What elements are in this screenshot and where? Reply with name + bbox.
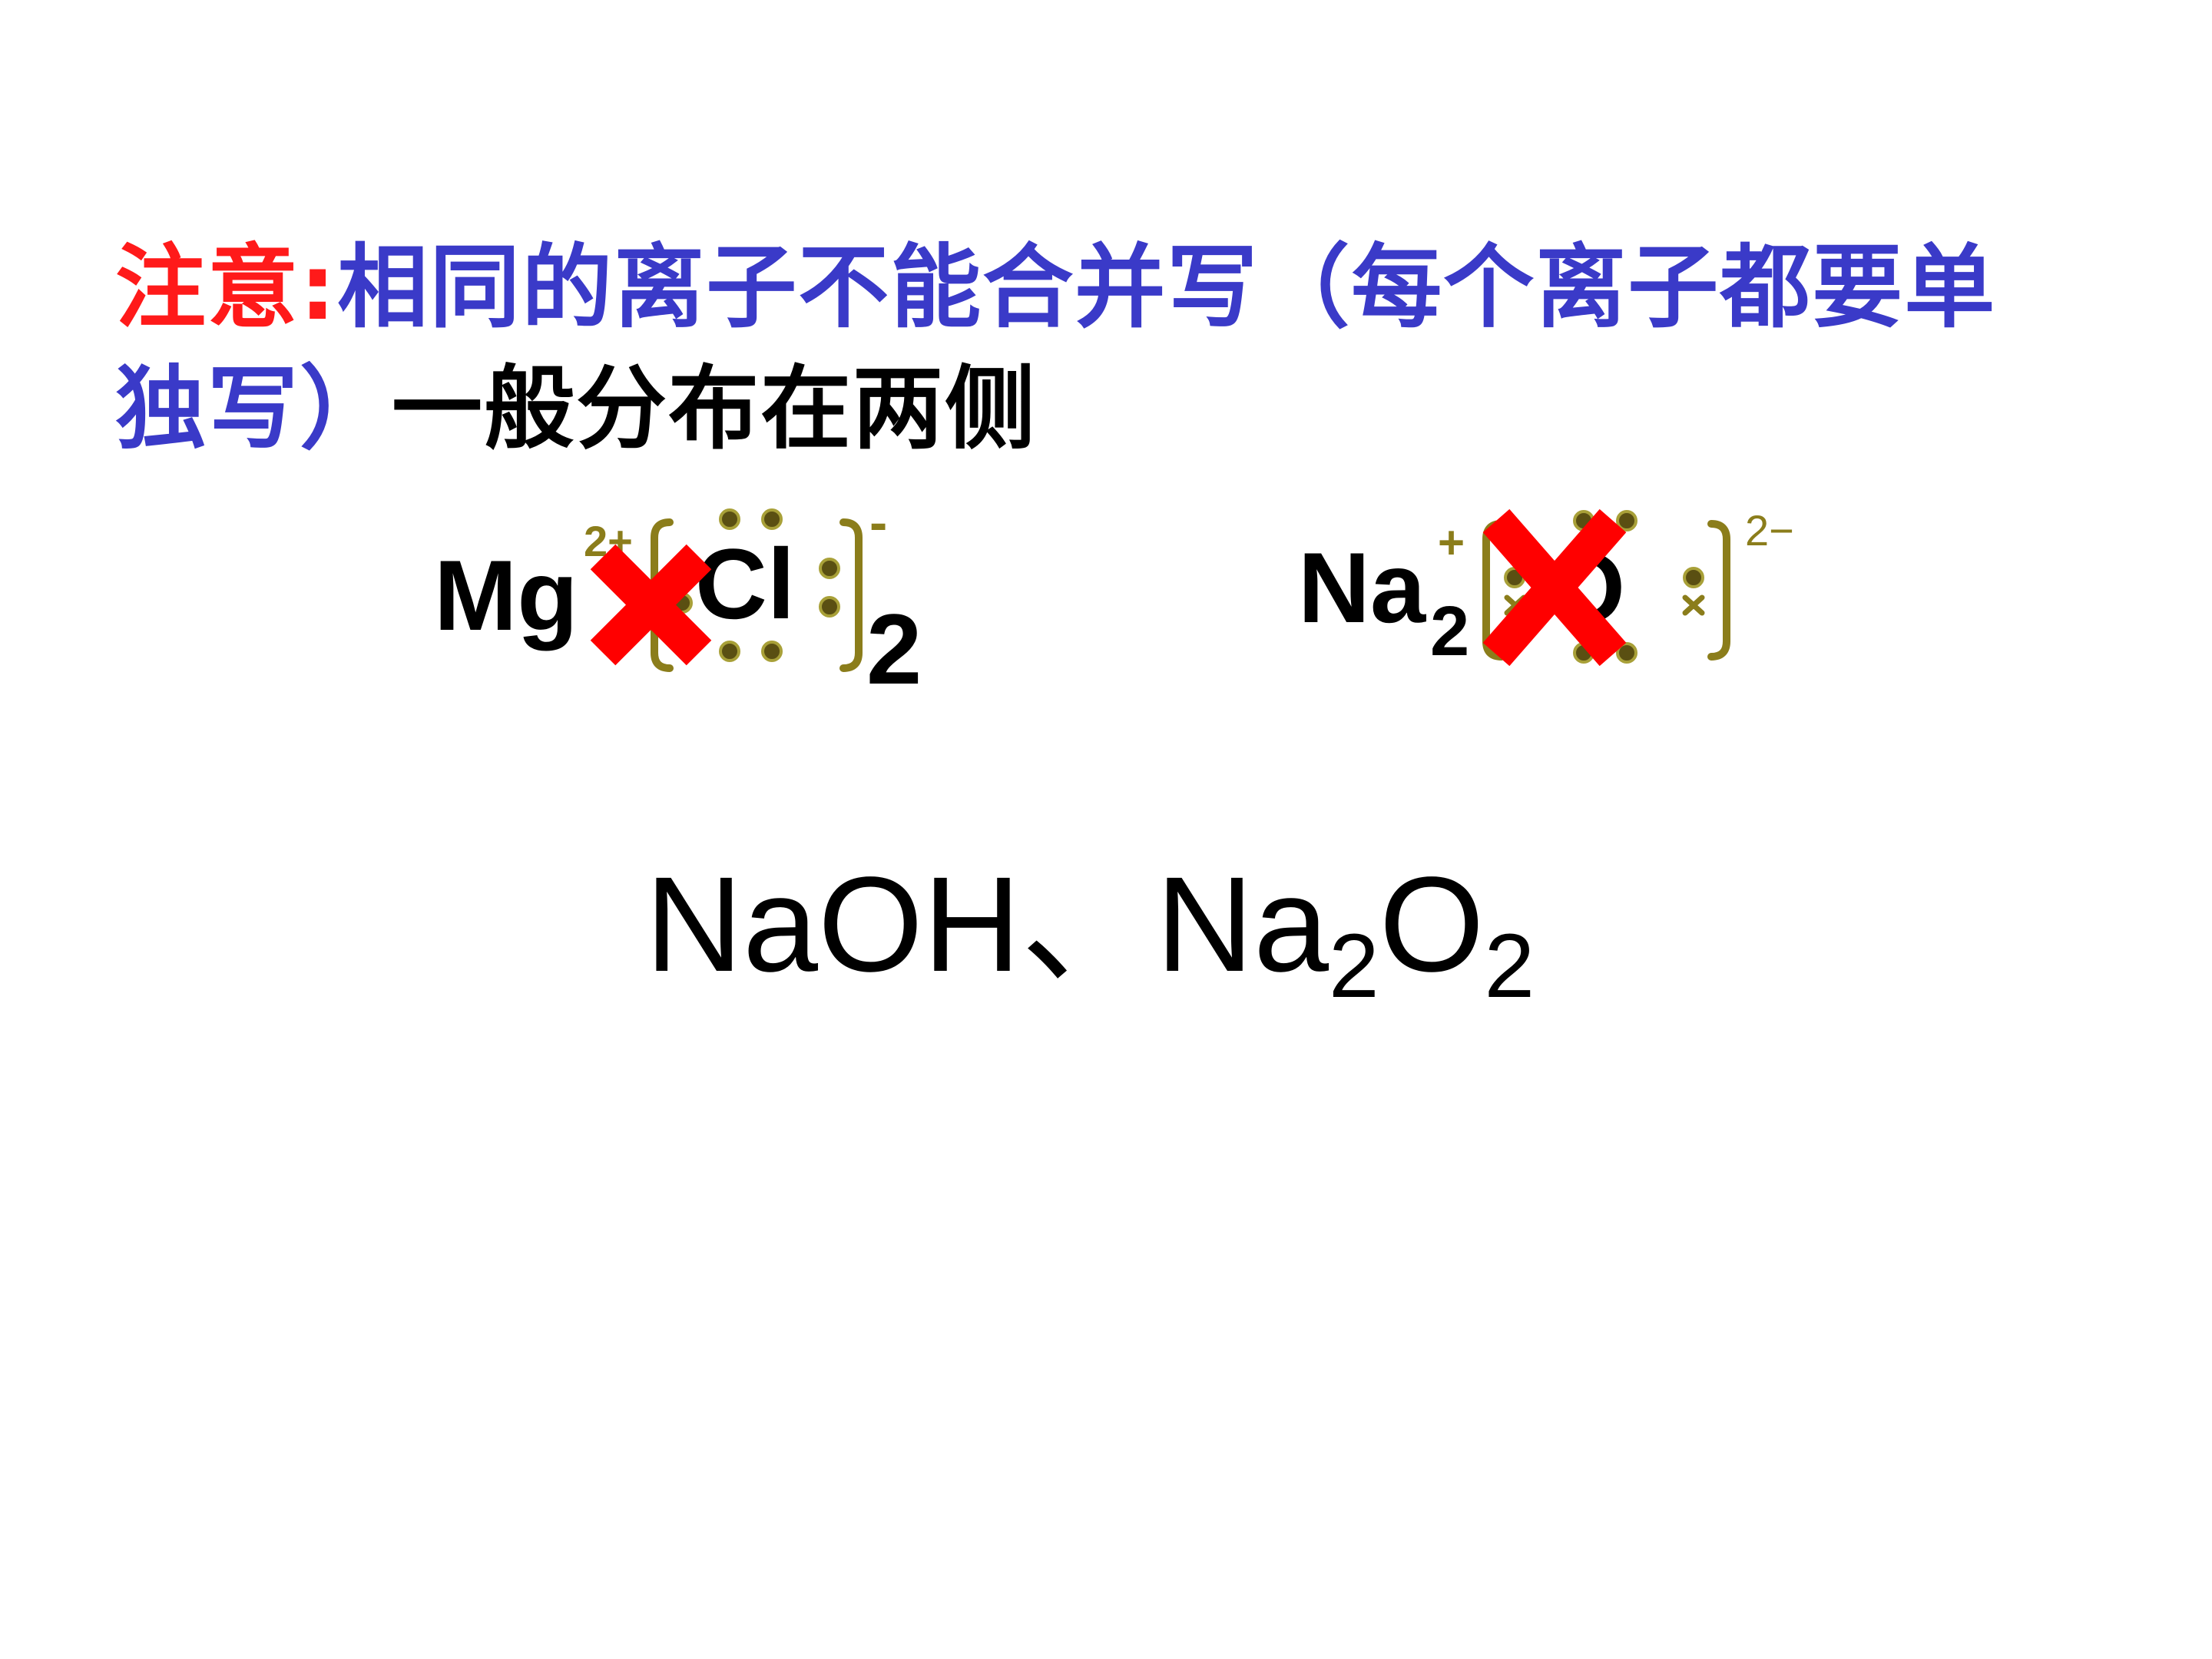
cross-electron: [1682, 594, 1705, 616]
wrong-cross-icon: [1482, 508, 1627, 667]
electron-dot: [1683, 567, 1704, 588]
electron-dot: [819, 596, 840, 618]
cl-right-bracket: [839, 518, 863, 672]
o-right-bracket: [1707, 520, 1730, 661]
electron-dot: [1616, 642, 1637, 664]
electron-dot: [761, 508, 783, 530]
note-blue-text: 相同的离子不能合并写（每个离子都要单独写）: [115, 234, 1997, 462]
electron-dot: [1616, 510, 1637, 531]
formula-sub1: 2: [1328, 916, 1379, 1017]
formula-o: O: [1379, 849, 1485, 1000]
cl-count: 2: [866, 593, 922, 705]
electron-dot: [719, 641, 740, 662]
electron-dot: [761, 641, 783, 662]
note-black-text: 一般分布在两侧: [392, 356, 1038, 462]
o-charge: 2−: [1745, 506, 1794, 555]
na-symbol: Na: [1298, 531, 1426, 644]
cl-charge: -: [869, 492, 888, 552]
wrong-marks: [590, 508, 1627, 667]
formula-sub2: 2: [1484, 916, 1535, 1017]
formula-na: Na: [1156, 849, 1329, 1000]
formula-naoh: NaOH: [645, 849, 1021, 1000]
note-text: 注意:相同的离子不能合并写（每个离子都要单独写）一般分布在两侧: [115, 227, 2035, 469]
electron-dot: [719, 508, 740, 530]
mg-symbol: Mg: [434, 539, 578, 651]
note-prefix: 注意:: [115, 234, 338, 340]
cl-symbol: Cl: [695, 528, 795, 640]
na-count: 2: [1430, 592, 1470, 671]
formula-line: NaOH、Na2O2: [645, 814, 1535, 1018]
formula-separator: 、: [1020, 849, 1156, 1000]
na-charge: +: [1438, 517, 1465, 568]
electron-dot: [819, 558, 840, 579]
wrong-cross-icon: [590, 544, 712, 666]
